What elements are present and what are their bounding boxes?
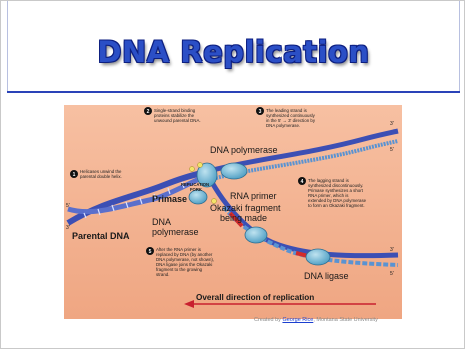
step-5-line-6: strand. [156, 272, 169, 277]
end-label-5-top: 5' [390, 147, 394, 153]
label-dna-polymerase-top: DNA polymerase [210, 145, 278, 155]
label-dna-ligase: DNA ligase [304, 271, 349, 281]
end-label-3-bottom: 3' [390, 247, 394, 253]
step-1-number: 1 [73, 172, 76, 178]
ssb-protein-2 [190, 167, 195, 172]
step-4-number: 4 [301, 179, 304, 185]
dna-replication-diagram: 1 Helicases unwind the parental double h… [64, 105, 402, 319]
label-dna-polymerase-lower-1: DNA [152, 217, 171, 227]
step-3-line-4: DNA polymerase. [266, 123, 300, 128]
end-label-5-left: 5' [66, 203, 70, 209]
step-3-number: 3 [259, 109, 262, 115]
label-fork: FORK [190, 187, 202, 192]
label-okazaki-1: Okazaki fragment [210, 203, 281, 213]
credit-suffix: , Montana State University [313, 317, 378, 323]
end-label-3-top: 3' [390, 121, 394, 127]
end-label-5-bottom: 5' [390, 271, 394, 277]
label-primase: Primase [152, 194, 187, 204]
step-1-line-2: parental double helix. [80, 174, 122, 179]
end-label-3-left: 3' [66, 225, 70, 231]
title-rule [7, 91, 460, 93]
dna-polymerase-top-blob [221, 163, 247, 179]
primase-blob [189, 190, 207, 204]
step-2-number: 2 [147, 109, 150, 115]
dna-polymerase-lower-blob [245, 227, 267, 243]
slide-title: DNA Replication [1, 35, 465, 69]
label-okazaki-2: being made [220, 213, 267, 223]
credit-line: Created by George Rice, Montana State Un… [254, 317, 378, 323]
label-direction: Overall direction of replication [196, 293, 314, 302]
credit-prefix: Created by [254, 317, 282, 323]
label-dna-polymerase-lower-2: polymerase [152, 227, 199, 237]
label-rna-primer: RNA primer [230, 191, 277, 201]
label-parental-dna: Parental DNA [72, 231, 130, 241]
step-2-line-3: unwound parental DNA. [154, 118, 201, 123]
step-4-line-6: to form an Okazaki fragment. [308, 203, 365, 208]
dna-ligase-blob [306, 249, 330, 265]
step-5-number: 5 [149, 249, 152, 255]
ssb-protein-1 [198, 163, 203, 168]
credit-author-link[interactable]: George Rice [282, 317, 313, 323]
